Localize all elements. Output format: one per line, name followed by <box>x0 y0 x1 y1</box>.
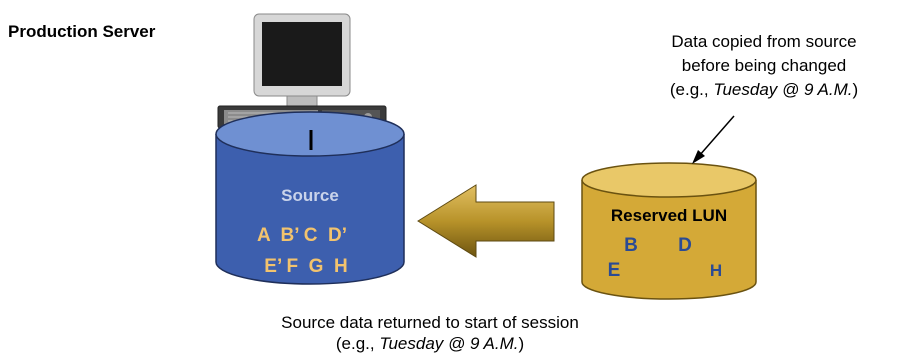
reserved-block: E <box>608 260 621 281</box>
left-arrow-icon <box>417 184 555 258</box>
caption-line-1: Source data returned to start of session <box>281 313 579 332</box>
reserved-lun-label: Reserved LUN <box>611 206 727 225</box>
source-blocks-row-2: E’ F G H <box>264 256 347 277</box>
caption-line-2: (e.g., Tuesday @ 9 A.M.) <box>335 334 525 353</box>
note-line-2: before being changed <box>681 56 847 75</box>
restore-caption: Source data returned to start of session… <box>180 312 680 354</box>
note-line-1: Data copied from source <box>671 32 857 51</box>
reserved-lun-disk: Reserved LUN B D E H <box>581 162 757 300</box>
reserved-block: H <box>710 261 722 280</box>
source-label: Source <box>281 186 339 205</box>
source-disk: Source A B’ C D’ E’ F G H <box>215 111 405 285</box>
pointer-arrow <box>692 115 735 164</box>
computer-monitor-icon <box>253 13 351 107</box>
source-blocks-row-1: A B’ C D’ <box>257 225 347 246</box>
production-server-title: Production Server <box>8 22 156 41</box>
reserved-block: B <box>624 235 638 256</box>
note-line-3: (e.g., Tuesday @ 9 A.M.) <box>669 80 859 99</box>
copy-on-write-note: Data copied from source before being cha… <box>612 30 916 102</box>
reserved-block: D <box>678 235 692 256</box>
